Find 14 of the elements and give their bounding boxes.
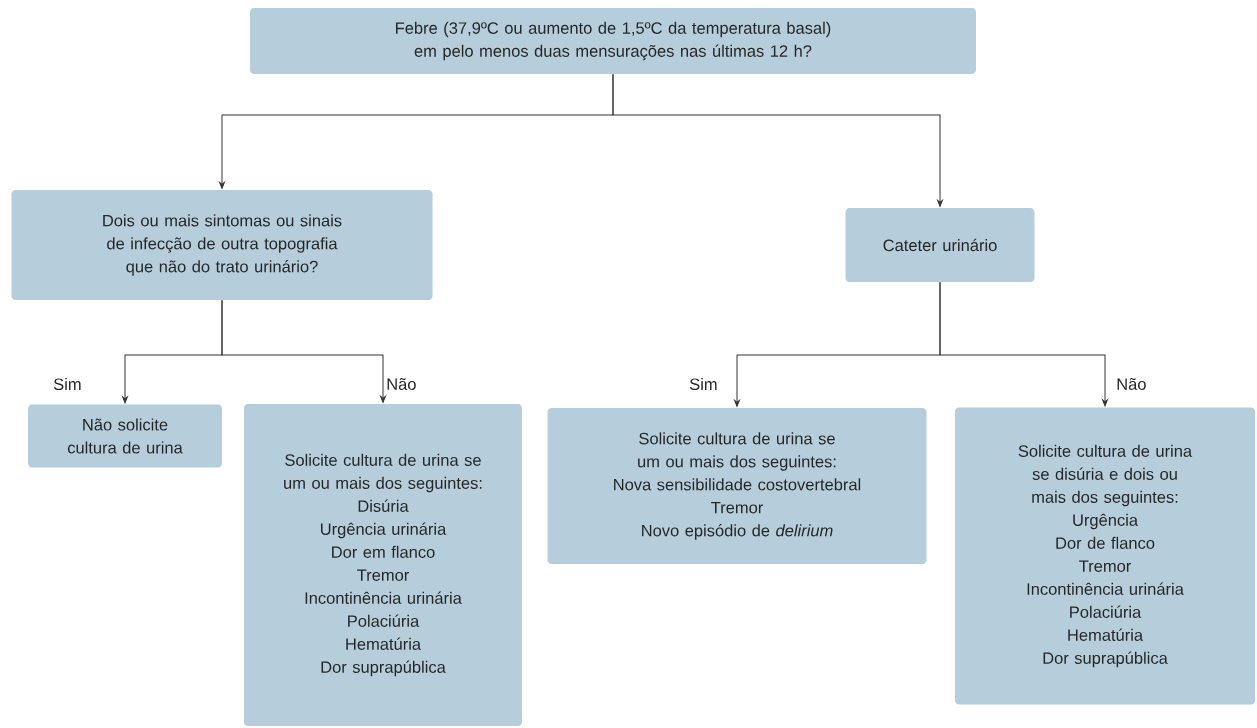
process-box: Dois ou mais sintomas ou sinais de infecção de outra topografia que não do trato urinário?: [11, 190, 433, 300]
arrow: [221, 299, 386, 403]
process-box: Cateter urinário: [845, 208, 1035, 282]
process-box: Solicite cultura de urina se disúria e dois ou mais dos seguintes: Urgência Dor de flanco Tremor Incontinência urinária Polaciúria Hematúria Dor suprapública: [955, 407, 1255, 705]
arrow: [939, 281, 1108, 407]
process-box: Não solicite cultura de urina: [28, 404, 222, 468]
process-box: Solicite cultura de urina se um ou mais dos seguintes: Disúria Urgência urinária Dor em flanco Tremor Incontinência urinária Polaciúria Hematúria Dor suprapública: [244, 404, 522, 726]
edge-label: Não: [385, 377, 418, 391]
edge-label: Sim: [688, 376, 719, 392]
edge-label: Sim: [52, 376, 83, 392]
process-box: Solicite cultura de urina se um ou mais dos seguintes: Nova sensibilidade costovertebral Tremor Novo episódio de delirium: [547, 408, 927, 564]
process-box: Febre (37,9ºC ou aumento de 1,5ºC da temperatura basal) em pelo menos duas mensurações nas últimas 12 h?: [250, 8, 976, 74]
edge-label: Não: [1115, 377, 1148, 391]
arrow: [612, 73, 943, 207]
